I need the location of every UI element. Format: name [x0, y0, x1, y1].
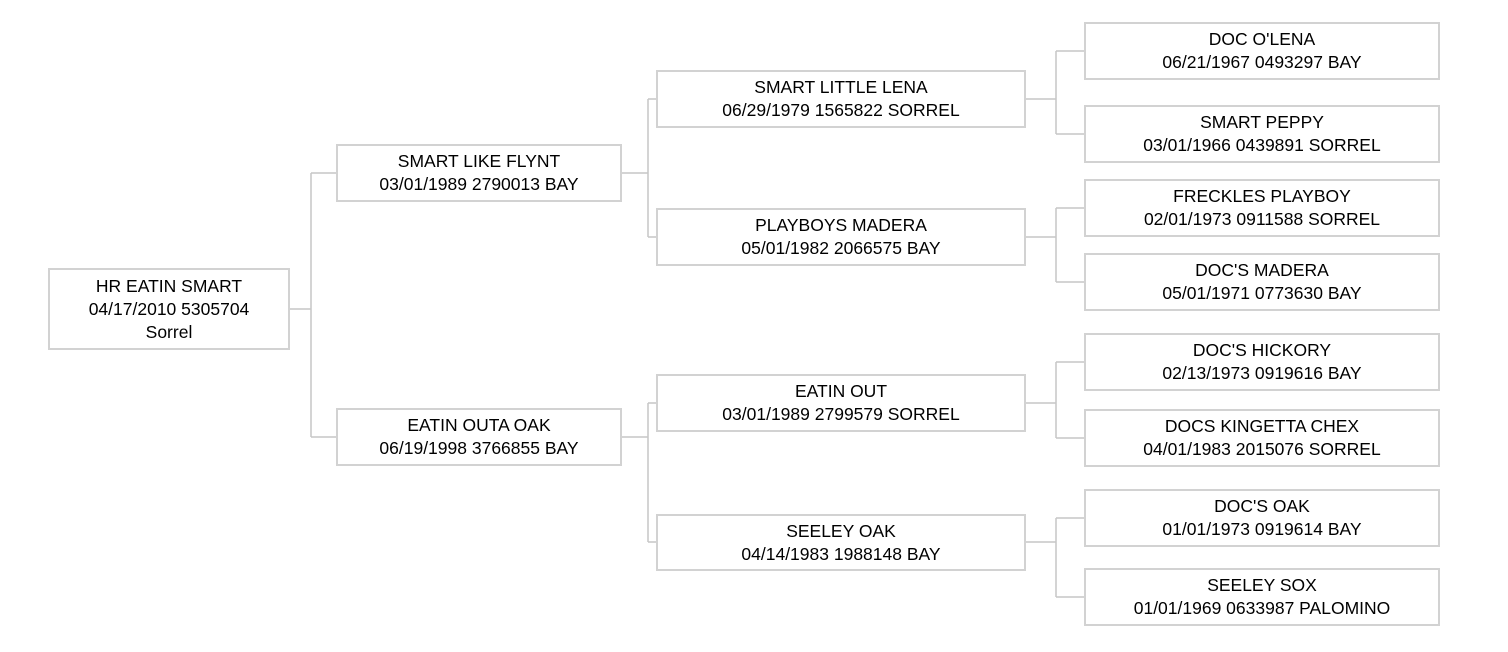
horse-name: SMART LITTLE LENA	[754, 77, 928, 97]
pedigree-node-freckles-playboy: FRECKLES PLAYBOY 02/01/1973 0911588 SORR…	[1084, 179, 1440, 237]
pedigree-node-hr-eatin-smart: HR EATIN SMART 04/17/2010 5305704 Sorrel	[48, 268, 290, 350]
pedigree-node-docs-oak: DOC'S OAK 01/01/1973 0919614 BAY	[1084, 489, 1440, 547]
horse-name: SMART LIKE FLYNT	[397, 151, 561, 171]
pedigree-node-docs-madera: DOC'S MADERA 05/01/1971 0773630 BAY	[1084, 253, 1440, 311]
pedigree-node-seeley-sox: SEELEY SOX 01/01/1969 0633987 PALOMINO	[1084, 568, 1440, 626]
horse-name: SMART PEPPY	[1200, 112, 1324, 132]
horse-details: 04/01/1983 2015076 SORREL	[1143, 439, 1381, 459]
connector-sire-sire-to-parents	[1026, 50, 1084, 135]
horse-name: SEELEY OAK	[786, 520, 896, 541]
horse-name: SEELEY SOX	[1207, 575, 1317, 595]
horse-details: 05/01/1971 0773630 BAY	[1162, 283, 1362, 303]
pedigree-node-eatin-out: EATIN OUT 03/01/1989 2799579 SORREL	[656, 374, 1026, 432]
horse-details: 03/01/1989 2799579 SORREL	[722, 404, 960, 424]
connector-dam-sire-to-parents	[1026, 361, 1084, 439]
horse-name: FRECKLES PLAYBOY	[1173, 186, 1351, 206]
horse-details: 04/14/1983 1988148 BAY	[741, 543, 941, 564]
horse-details: 06/21/1967 0493297 BAY	[1162, 52, 1362, 72]
connector-subject-to-parents	[290, 172, 336, 438]
pedigree-node-eatin-outa-oak: EATIN OUTA OAK 06/19/1998 3766855 BAY	[336, 408, 622, 466]
connector-sire-dam-to-parents	[1026, 207, 1084, 283]
pedigree-node-smart-like-flynt: SMART LIKE FLYNT 03/01/1989 2790013 BAY	[336, 144, 622, 202]
horse-details: 06/19/1998 3766855 BAY	[379, 438, 579, 458]
pedigree-node-seeley-oak: SEELEY OAK 04/14/1983 1988148 BAY	[656, 514, 1026, 571]
connector-dam-to-parents	[622, 402, 656, 543]
pedigree-node-docs-kingetta-chex: DOCS KINGETTA CHEX 04/01/1983 2015076 SO…	[1084, 409, 1440, 467]
horse-details: 03/01/1989 2790013 BAY	[379, 174, 579, 194]
pedigree-node-doc-olena: DOC O'LENA 06/21/1967 0493297 BAY	[1084, 22, 1440, 80]
horse-name: EATIN OUTA OAK	[407, 415, 551, 435]
horse-color: Sorrel	[145, 321, 193, 342]
horse-details: 06/29/1979 1565822 SORREL	[722, 100, 960, 120]
pedigree-node-smart-peppy: SMART PEPPY 03/01/1966 0439891 SORREL	[1084, 105, 1440, 163]
horse-details: 02/01/1973 0911588 SORREL	[1143, 209, 1381, 229]
horse-name: DOC'S MADERA	[1195, 260, 1329, 280]
horse-details: 01/01/1973 0919614 BAY	[1162, 519, 1362, 539]
horse-details: 03/01/1966 0439891 SORREL	[1143, 135, 1381, 155]
horse-name: EATIN OUT	[794, 381, 888, 401]
horse-name: DOC'S OAK	[1214, 496, 1310, 516]
horse-details: 01/01/1969 0633987 PALOMINO	[1133, 598, 1391, 618]
horse-details: 02/13/1973 0919616 BAY	[1162, 363, 1362, 383]
horse-name: DOCS KINGETTA CHEX	[1164, 416, 1360, 436]
horse-name: PLAYBOYS MADERA	[755, 215, 927, 235]
connector-dam-dam-to-parents	[1026, 517, 1084, 598]
horse-name: HR EATIN SMART	[95, 275, 243, 296]
horse-name: DOC'S HICKORY	[1192, 340, 1332, 360]
connector-sire-to-parents	[622, 98, 656, 238]
pedigree-node-smart-little-lena: SMART LITTLE LENA 06/29/1979 1565822 SOR…	[656, 70, 1026, 128]
pedigree-node-docs-hickory: DOC'S HICKORY 02/13/1973 0919616 BAY	[1084, 333, 1440, 391]
horse-details: 04/17/2010 5305704	[88, 298, 250, 319]
horse-name: DOC O'LENA	[1208, 29, 1316, 49]
pedigree-node-playboys-madera: PLAYBOYS MADERA 05/01/1982 2066575 BAY	[656, 208, 1026, 266]
horse-details: 05/01/1982 2066575 BAY	[741, 238, 941, 258]
